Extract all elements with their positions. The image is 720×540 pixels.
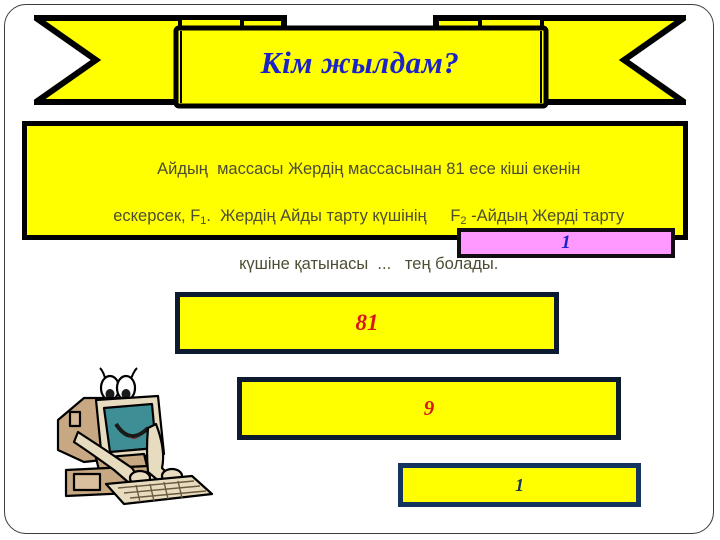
answer-option-9-label: 9 — [423, 396, 435, 420]
question-line-1: Айдың массасы Жердің массасынан 81 есе к… — [157, 160, 581, 179]
answer-option-1-alt-label: 1 — [515, 474, 524, 495]
mascot-pupil-right — [121, 389, 131, 399]
answer-option-81-label: 81 — [355, 310, 379, 335]
title-ribbon: Кім жылдам? — [34, 10, 686, 110]
question-line-2b: . Жердің Айды тарту күшінің — [206, 207, 427, 226]
ribbon-shape — [34, 15, 686, 109]
question-line-2a: ескерсек, F — [113, 207, 201, 226]
answer-option-1-label: 1 — [561, 232, 571, 253]
question-box: Айдың массасы Жердің массасынан 81 есе к… — [22, 121, 688, 273]
question-text: Айдың массасы Жердің массасынан 81 есе к… — [27, 126, 683, 300]
computer-mascot-icon — [44, 358, 220, 506]
cartoon-computer-illustration — [56, 367, 214, 506]
question-line-2c: F — [450, 207, 461, 226]
mascot-keyboard-keys — [117, 480, 207, 503]
ribbon-center-panel — [173, 25, 549, 109]
answer-option-9[interactable]: 9 — [237, 377, 621, 440]
answer-option-81[interactable]: 81 — [175, 292, 559, 354]
question-line-3: күшіне қатынасы ... тең болады. — [239, 255, 499, 274]
mascot-smile — [114, 422, 150, 438]
force-1-subscript: 1 — [200, 215, 207, 228]
force-2-subscript: 2 — [460, 215, 467, 228]
mascot-monitor-vent — [68, 410, 82, 428]
answer-option-1-alt[interactable]: 1 — [398, 463, 641, 507]
mascot-pupil-left — [105, 389, 115, 399]
question-line-2d: -Айдың Жерді тарту — [471, 207, 625, 226]
mascot-tower-drive-bay — [72, 472, 102, 492]
mascot-tongue — [128, 436, 140, 439]
answer-option-1[interactable]: 1 — [457, 228, 675, 258]
